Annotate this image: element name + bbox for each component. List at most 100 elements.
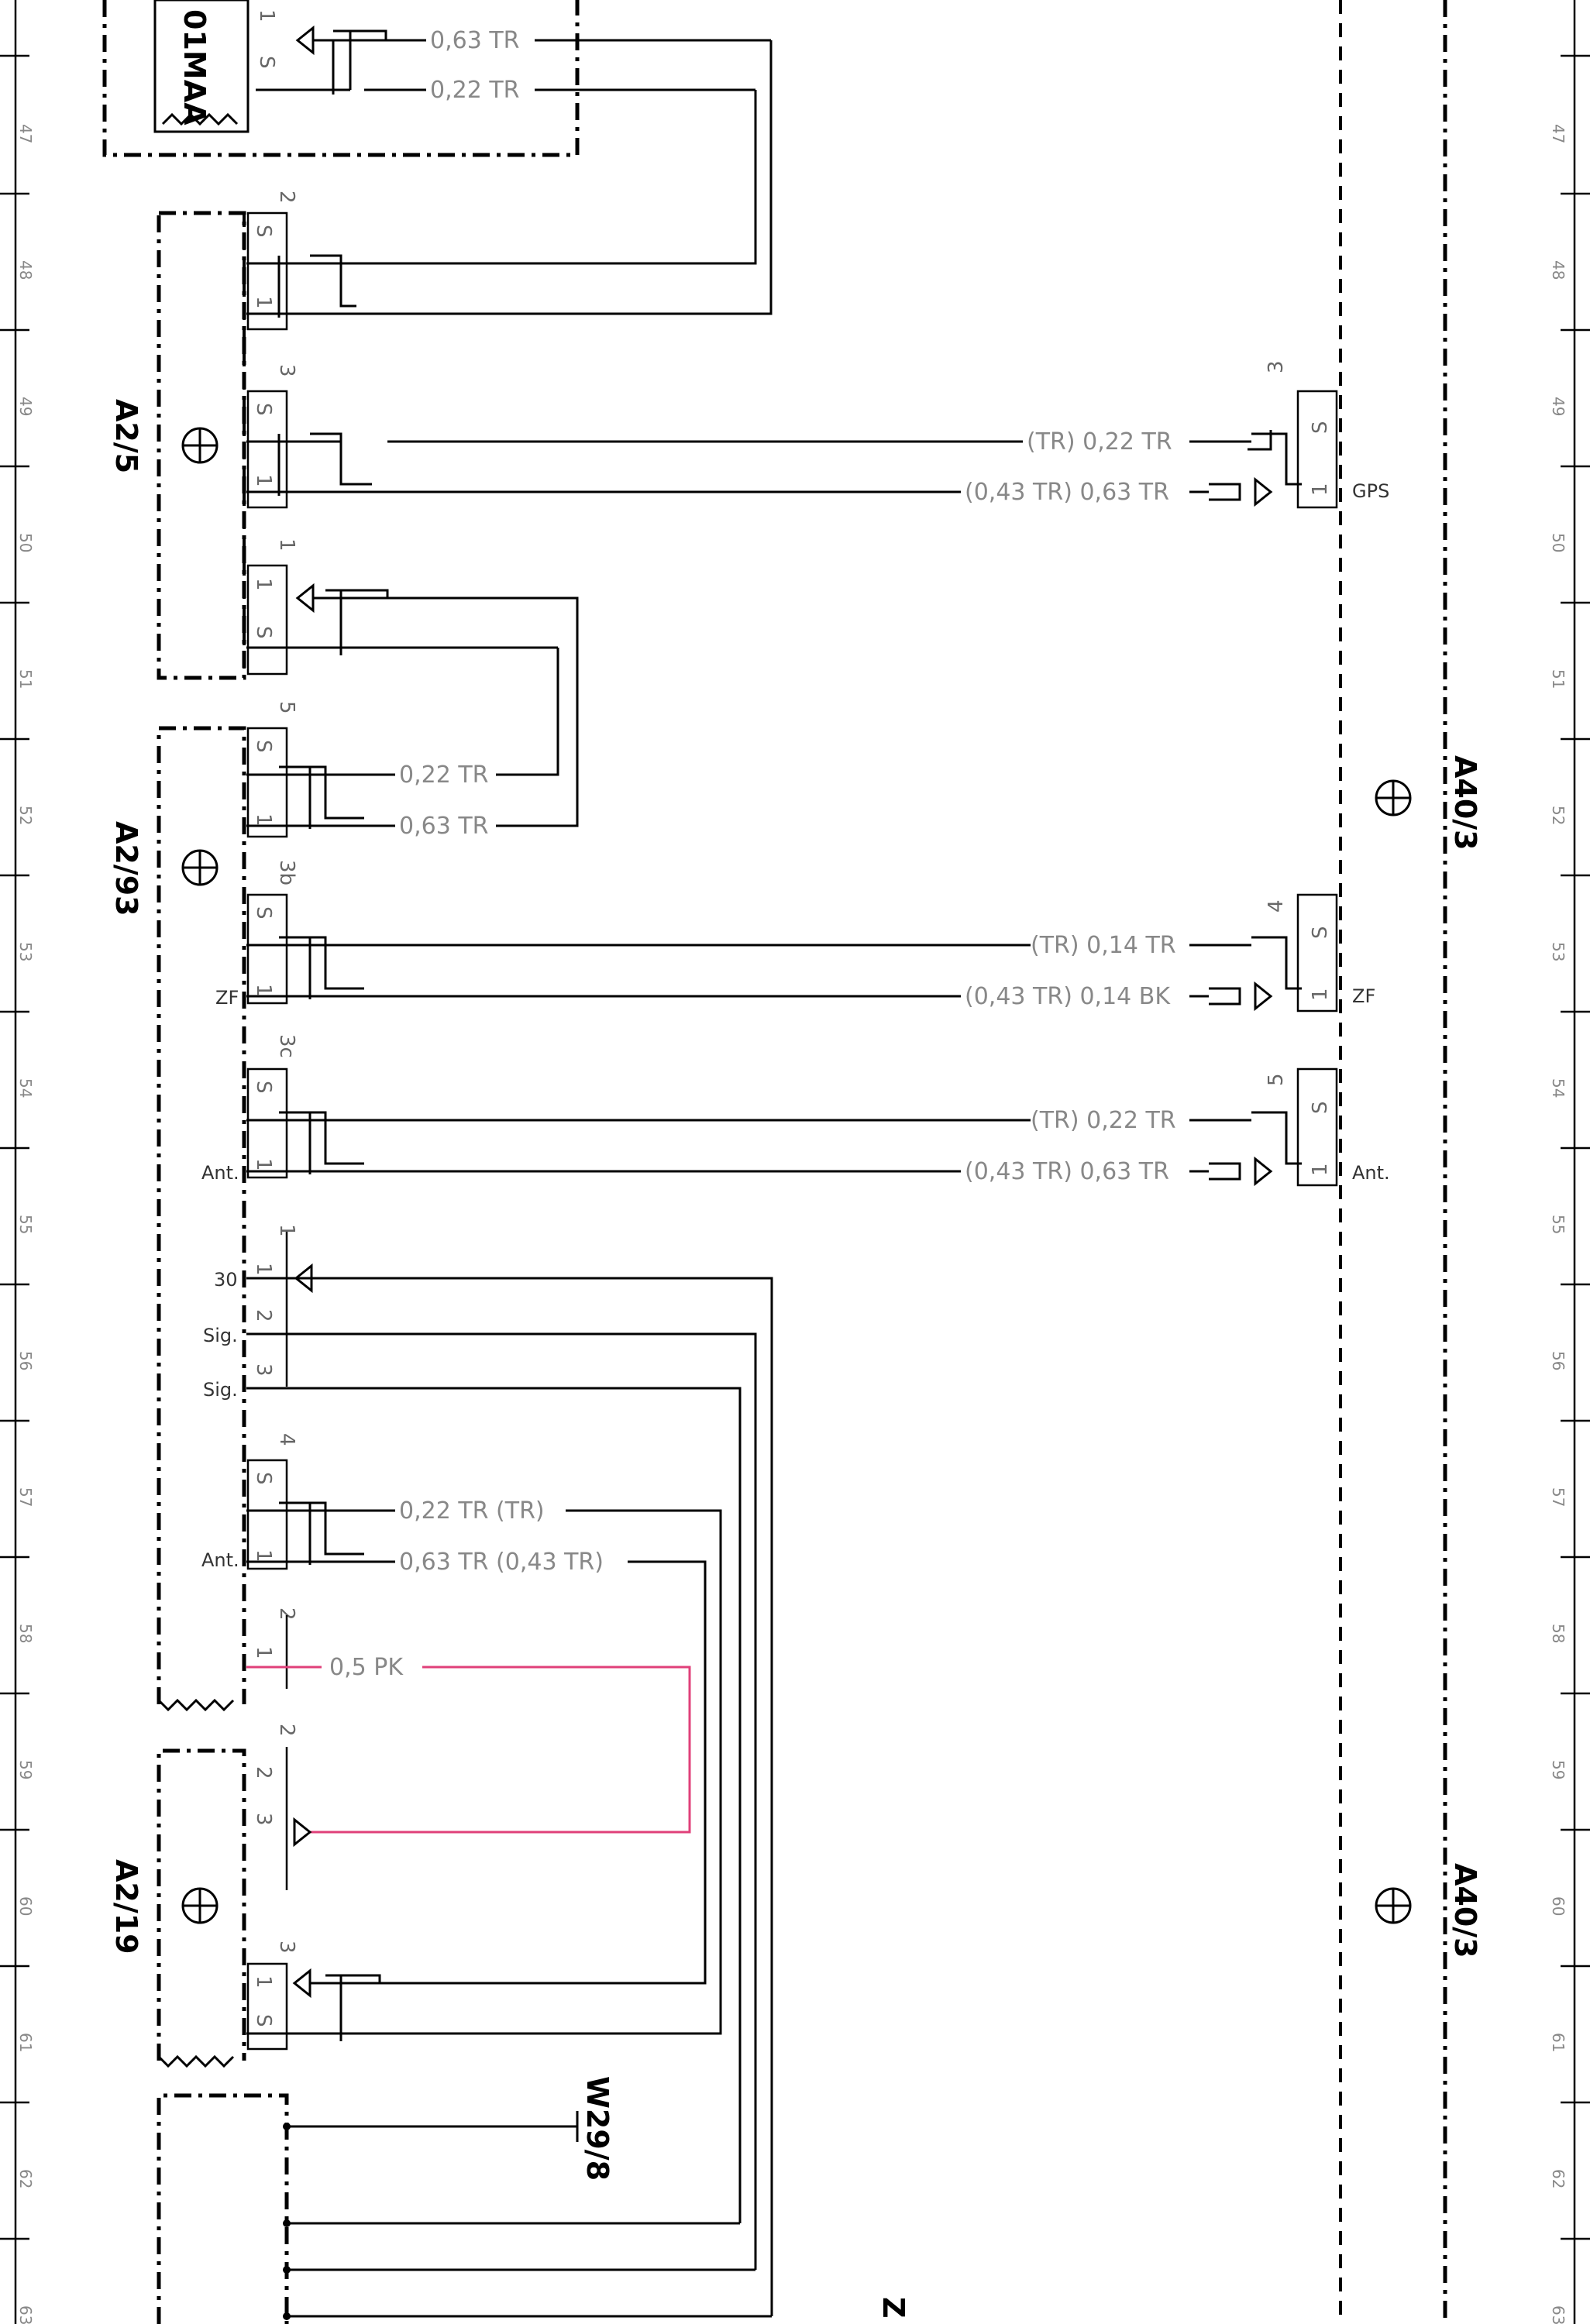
row-number-left: 63 [16, 2305, 35, 2324]
pin-s: S [252, 626, 275, 639]
wire-label: 0,22 TR [399, 761, 489, 789]
pink-wire [310, 1666, 691, 1834]
arrow-icon [1254, 981, 1273, 1012]
row-number-right: 53 [1549, 942, 1568, 961]
wire-label: (TR) 0,22 TR [1027, 428, 1172, 456]
row-number-left: 56 [16, 1351, 35, 1370]
wire-label: (TR) 0,14 TR [1031, 932, 1176, 959]
row-number-left: 55 [16, 1215, 35, 1234]
pin-label-sig: Sig. [203, 1379, 238, 1401]
wire-label: (0,43 TR) 0,63 TR [965, 479, 1169, 506]
connector-number: 1 [275, 538, 298, 552]
wire-loop-upper [256, 90, 757, 265]
pin-s: S [1309, 421, 1332, 434]
wire-label: (0,43 TR) 0,63 TR [965, 1158, 1169, 1185]
gps-wires: (TR) 0,22 TR (0,43 TR) 0,63 TR 3 S 1 GPS [387, 360, 1389, 509]
pin-s: S [252, 740, 275, 753]
row-number-left: 49 [16, 397, 35, 416]
arrow-icon [293, 1817, 312, 1848]
pin-label-ant: Ant. [201, 1549, 239, 1571]
arrow-icon [292, 1968, 311, 1999]
right-ruler: 47 48 49 50 51 52 53 54 55 56 57 58 59 6… [1549, 0, 1590, 2324]
wire-label: 0,5 PK [329, 1654, 404, 1681]
component-a2-93: A2/93 5 S 1 0,22 TR 0,63 TR 3b S 1 ZF 3c… [109, 596, 1031, 2316]
pin-s: S [255, 56, 278, 69]
wire-label: 0,63 TR [399, 813, 489, 840]
pin-1: 1 [252, 474, 275, 487]
pin-label-sig: Sig. [203, 1325, 238, 1346]
row-number-right: 47 [1549, 124, 1568, 143]
component-label-a2-19: A2/19 [109, 1859, 143, 1954]
row-number-left: 60 [16, 1896, 35, 1916]
pin-1: 1 [252, 1549, 275, 1563]
row-number-right: 49 [1549, 397, 1568, 416]
pin-2: 2 [252, 1766, 275, 1779]
pin-label-30: 30 [214, 1269, 238, 1291]
component-a2-5: A2/5 2 S 1 3 S 1 1 1 S [109, 191, 558, 680]
row-number-right: 55 [1549, 1215, 1568, 1234]
row-number-right: 62 [1549, 2169, 1568, 2188]
pin-3: 3 [252, 1813, 275, 1826]
pin-1: 1 [252, 296, 275, 309]
connector-number: 2 [275, 191, 298, 204]
row-number-left: 52 [16, 806, 35, 825]
wire-label: 0,63 TR (0,43 TR) [399, 1549, 604, 1576]
pin-s: S [252, 1472, 275, 1485]
left-ruler: 47 48 49 50 51 52 53 54 55 56 57 58 59 6… [0, 0, 35, 2324]
zf-ant-wires: (TR) 0,14 TR (0,43 TR) 0,14 BK 4 S 1 ZF … [965, 893, 1390, 1187]
wire-label: (TR) 0,22 TR [1031, 1107, 1176, 1134]
row-number-left: 48 [16, 260, 35, 280]
row-number-left: 54 [16, 1078, 35, 1098]
pin-s: S [252, 1081, 275, 1094]
arrow-icon [295, 583, 315, 614]
pin-label-ant: Ant. [201, 1162, 239, 1184]
wire-label: 0,63 TR [430, 27, 520, 54]
row-number-right: 58 [1549, 1624, 1568, 1643]
component-a40-3: A40/3 A40/3 [1339, 0, 1482, 2324]
arrow-icon [1254, 1156, 1273, 1187]
row-number-right: 63 [1549, 2305, 1568, 2324]
connector-number: 3b [275, 860, 298, 885]
connector-number: 4 [275, 1433, 298, 1446]
pin-s: S [252, 906, 275, 920]
connector-number: 1 [275, 1224, 298, 1237]
row-number-left: 50 [16, 533, 35, 552]
pin-s: S [1309, 926, 1332, 939]
pin-1: 1 [252, 1975, 275, 1989]
row-number-left: 47 [16, 124, 35, 143]
pin-s: S [1309, 1101, 1332, 1114]
pin-s: S [252, 225, 275, 238]
row-number-right: 52 [1549, 806, 1568, 825]
row-number-right: 51 [1549, 669, 1568, 689]
pin-label-gps: GPS [1352, 480, 1389, 502]
component-a2-19: A2/19 2 2 3 3 1 S [109, 1724, 381, 2068]
component-label-a40-3: A40/3 [1448, 1863, 1482, 1958]
row-number-right: 59 [1549, 1760, 1568, 1779]
pin-1: 1 [255, 9, 278, 22]
component-label-z: Z [876, 2297, 910, 2319]
row-number-left: 53 [16, 942, 35, 961]
component-01maa: 01MAA 1 S 0,63 TR 0,22 TR [102, 0, 771, 157]
row-number-right: 57 [1549, 1487, 1568, 1507]
pin-1: 1 [252, 813, 275, 827]
connector-number: 3c [275, 1034, 298, 1058]
pin-s: S [252, 403, 275, 416]
pin-1: 1 [1309, 483, 1332, 496]
bottom-connector: W29/8 Z [157, 2076, 910, 2324]
row-number-left: 57 [16, 1487, 35, 1507]
connector-number: 3 [1265, 360, 1288, 373]
row-number-left: 59 [16, 1760, 35, 1779]
connector-number: 4 [1265, 899, 1288, 913]
pin-1: 1 [252, 984, 275, 997]
pin-label-zf: ZF [215, 987, 239, 1009]
component-label-a2-93: A2/93 [109, 821, 143, 916]
pin-1: 1 [252, 1263, 275, 1276]
component-label-a40-3: A40/3 [1448, 755, 1482, 851]
row-number-left: 62 [16, 2169, 35, 2188]
arrow-icon [1254, 476, 1273, 507]
connector-number: 2 [275, 1607, 298, 1621]
wire-label: 0,22 TR (TR) [399, 1497, 545, 1525]
row-number-right: 56 [1549, 1351, 1568, 1370]
pin-1: 1 [252, 1158, 275, 1171]
